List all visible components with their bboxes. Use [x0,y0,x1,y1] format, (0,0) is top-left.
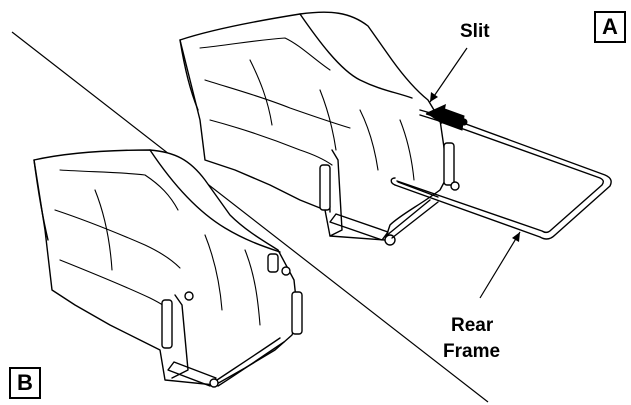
rear-frame-leader-arrowhead [512,232,520,242]
slit-label: Slit [460,21,490,42]
slit-leader-line [429,47,468,103]
rear-frame-label-line2: Frame [443,341,501,362]
rear-frame-leader-line [479,231,521,299]
panel-label-b: B [9,367,41,399]
panel-divider-line [11,31,489,403]
rear-frame-label-line1: Rear [451,315,494,336]
panel-label-a: A [594,11,626,43]
grass-bag-a [179,11,460,246]
insert-direction-arrow [425,104,468,131]
grass-bag-b [33,149,303,388]
rear-frame [390,109,612,240]
slit-leader-arrowhead [430,92,438,102]
